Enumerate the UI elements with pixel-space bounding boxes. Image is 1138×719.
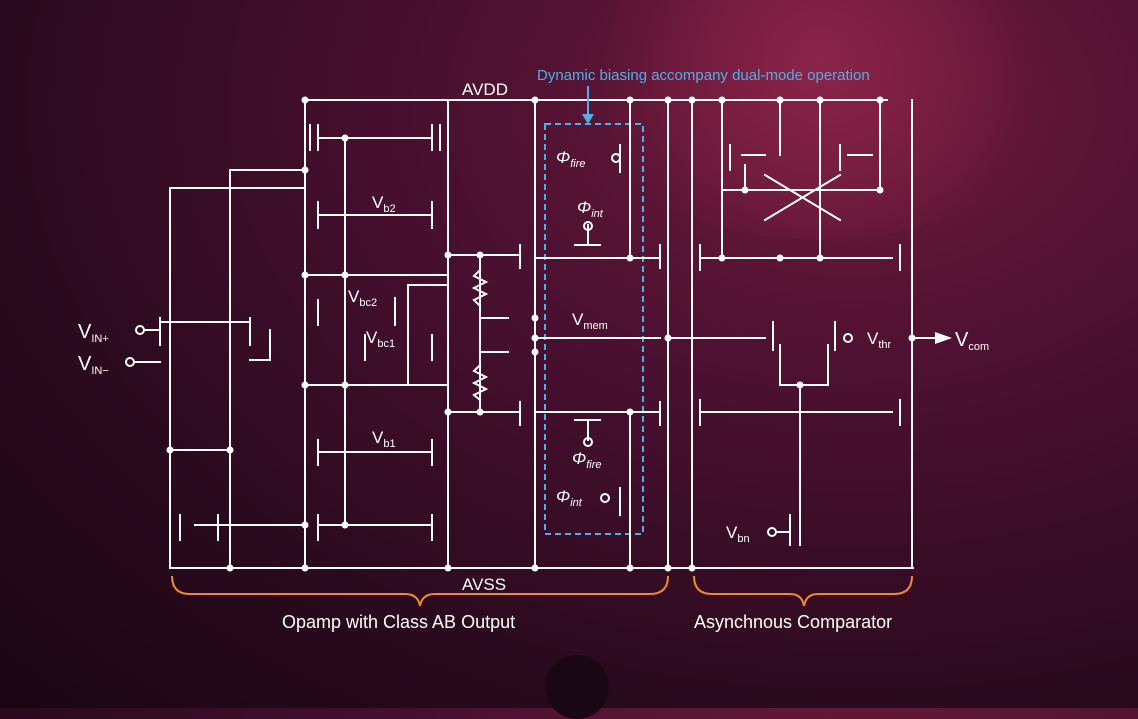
comparator-caption: Asynchnous Comparator <box>694 612 892 632</box>
vcom-label: Vcom <box>955 329 989 353</box>
phi-fire-bottom-terminal <box>583 437 593 447</box>
comparator-circuit <box>667 99 941 569</box>
opamp-circuit <box>159 99 536 571</box>
vbc1-label: Vbc1 <box>366 328 395 350</box>
phi-int-top-label: Φint <box>577 198 604 220</box>
resistor-bottom <box>471 363 489 402</box>
vthr-terminal <box>843 333 853 343</box>
vb2-label: Vb2 <box>372 193 396 215</box>
phi-int-top-terminal <box>583 221 593 231</box>
dynamic-biasing-box <box>544 86 644 535</box>
phi-int-bottom-label: Φint <box>556 487 583 509</box>
phi-int-bottom-terminal <box>600 493 610 503</box>
dynamic-biasing-circuit <box>534 99 669 569</box>
vbc2-label: Vbc2 <box>348 287 377 309</box>
vin-minus-terminal <box>125 357 135 367</box>
avss-label: AVSS <box>462 575 506 594</box>
vin-plus-terminal <box>135 325 145 335</box>
vcom-arrow <box>935 332 952 344</box>
avdd-label: AVDD <box>462 80 508 99</box>
phi-fire-top-terminal <box>611 153 621 163</box>
opamp-caption: Opamp with Class AB Output <box>282 612 515 632</box>
vmem-label: Vmem <box>572 310 608 332</box>
vbn-terminal <box>767 527 777 537</box>
vin-minus-label: VIN− <box>78 353 109 377</box>
resistor-top <box>471 268 489 308</box>
phi-fire-bottom-label: Φfire <box>572 449 602 471</box>
comparator-brace <box>693 575 913 607</box>
phi-fire-top-label: Φfire <box>556 148 586 170</box>
opamp-brace <box>171 575 669 607</box>
vbn-label: Vbn <box>726 523 750 545</box>
annotation-text: Dynamic biasing accompany dual-mode oper… <box>537 67 870 84</box>
vthr-label: Vthr <box>867 329 892 351</box>
vin-plus-label: VIN+ <box>78 321 109 345</box>
vb1-label: Vb1 <box>372 428 396 450</box>
junction-dots <box>166 96 916 572</box>
